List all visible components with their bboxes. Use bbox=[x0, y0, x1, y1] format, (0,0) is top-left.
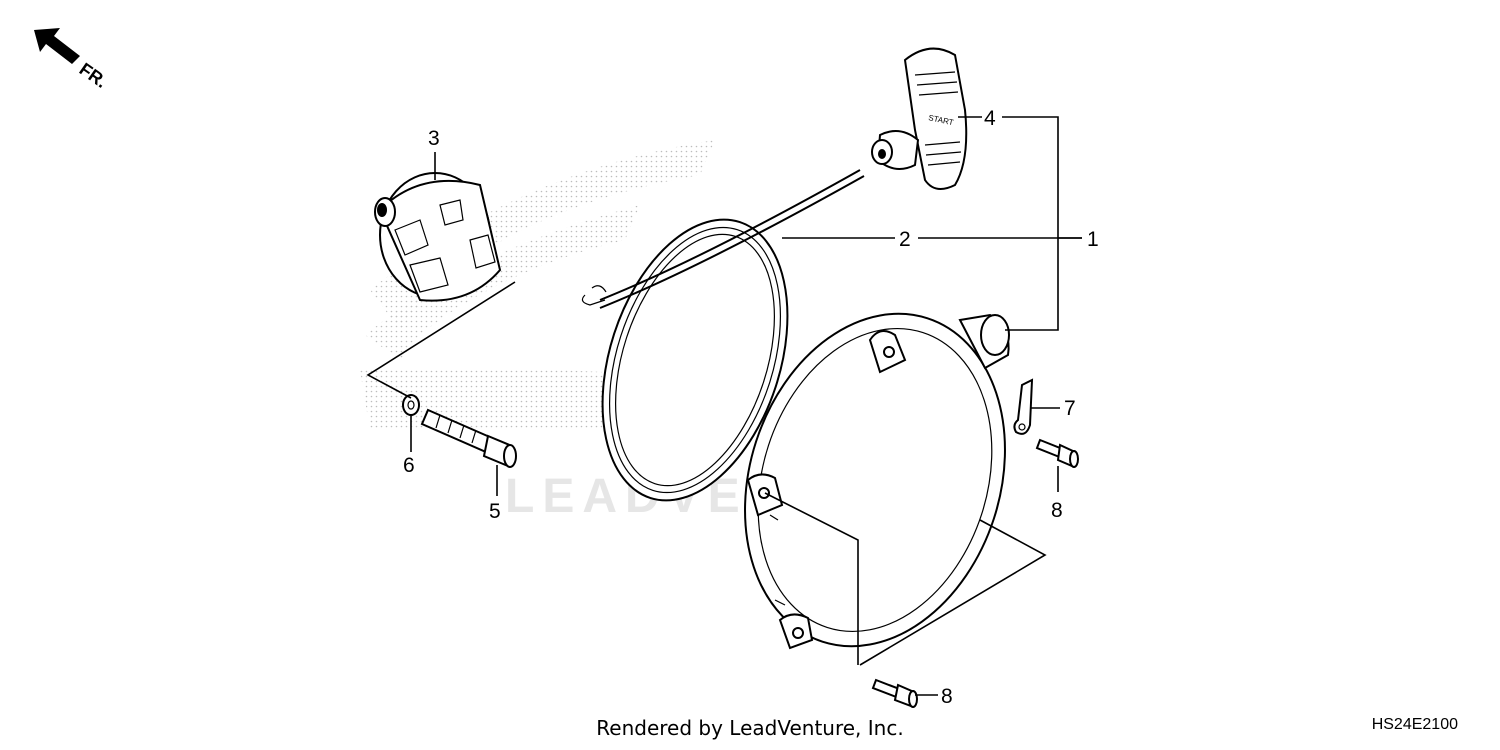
part-8-flange-bolt-upper[interactable] bbox=[1035, 438, 1079, 468]
part-4-starter-grip[interactable]: START bbox=[871, 47, 968, 190]
callout-1: 1 bbox=[1087, 228, 1099, 251]
footer-rendered-by: Rendered by LeadVenture, Inc. bbox=[596, 716, 904, 740]
part-5-bolt[interactable] bbox=[420, 408, 517, 468]
callout-5: 5 bbox=[489, 500, 501, 523]
callout-6: 6 bbox=[403, 454, 415, 477]
front-arrow-icon bbox=[34, 28, 80, 64]
callout-8-lower: 8 bbox=[941, 685, 953, 708]
part-7-bracket[interactable] bbox=[1013, 378, 1034, 435]
part-3-starter-pulley[interactable] bbox=[374, 172, 502, 302]
callout-8-upper: 8 bbox=[1051, 499, 1063, 522]
callout-4: 4 bbox=[984, 107, 996, 130]
leader-lines bbox=[366, 116, 1082, 696]
callout-3: 3 bbox=[428, 127, 440, 150]
part-1-starter-housing[interactable] bbox=[704, 280, 1047, 681]
callout-7: 7 bbox=[1064, 397, 1076, 420]
diagram-code: HS24E2100 bbox=[1371, 716, 1458, 733]
part-8-flange-bolt-lower[interactable] bbox=[871, 678, 918, 708]
part-2-recoil-rope[interactable] bbox=[569, 169, 865, 524]
callout-2: 2 bbox=[899, 228, 911, 251]
front-label: FR. bbox=[76, 59, 111, 92]
